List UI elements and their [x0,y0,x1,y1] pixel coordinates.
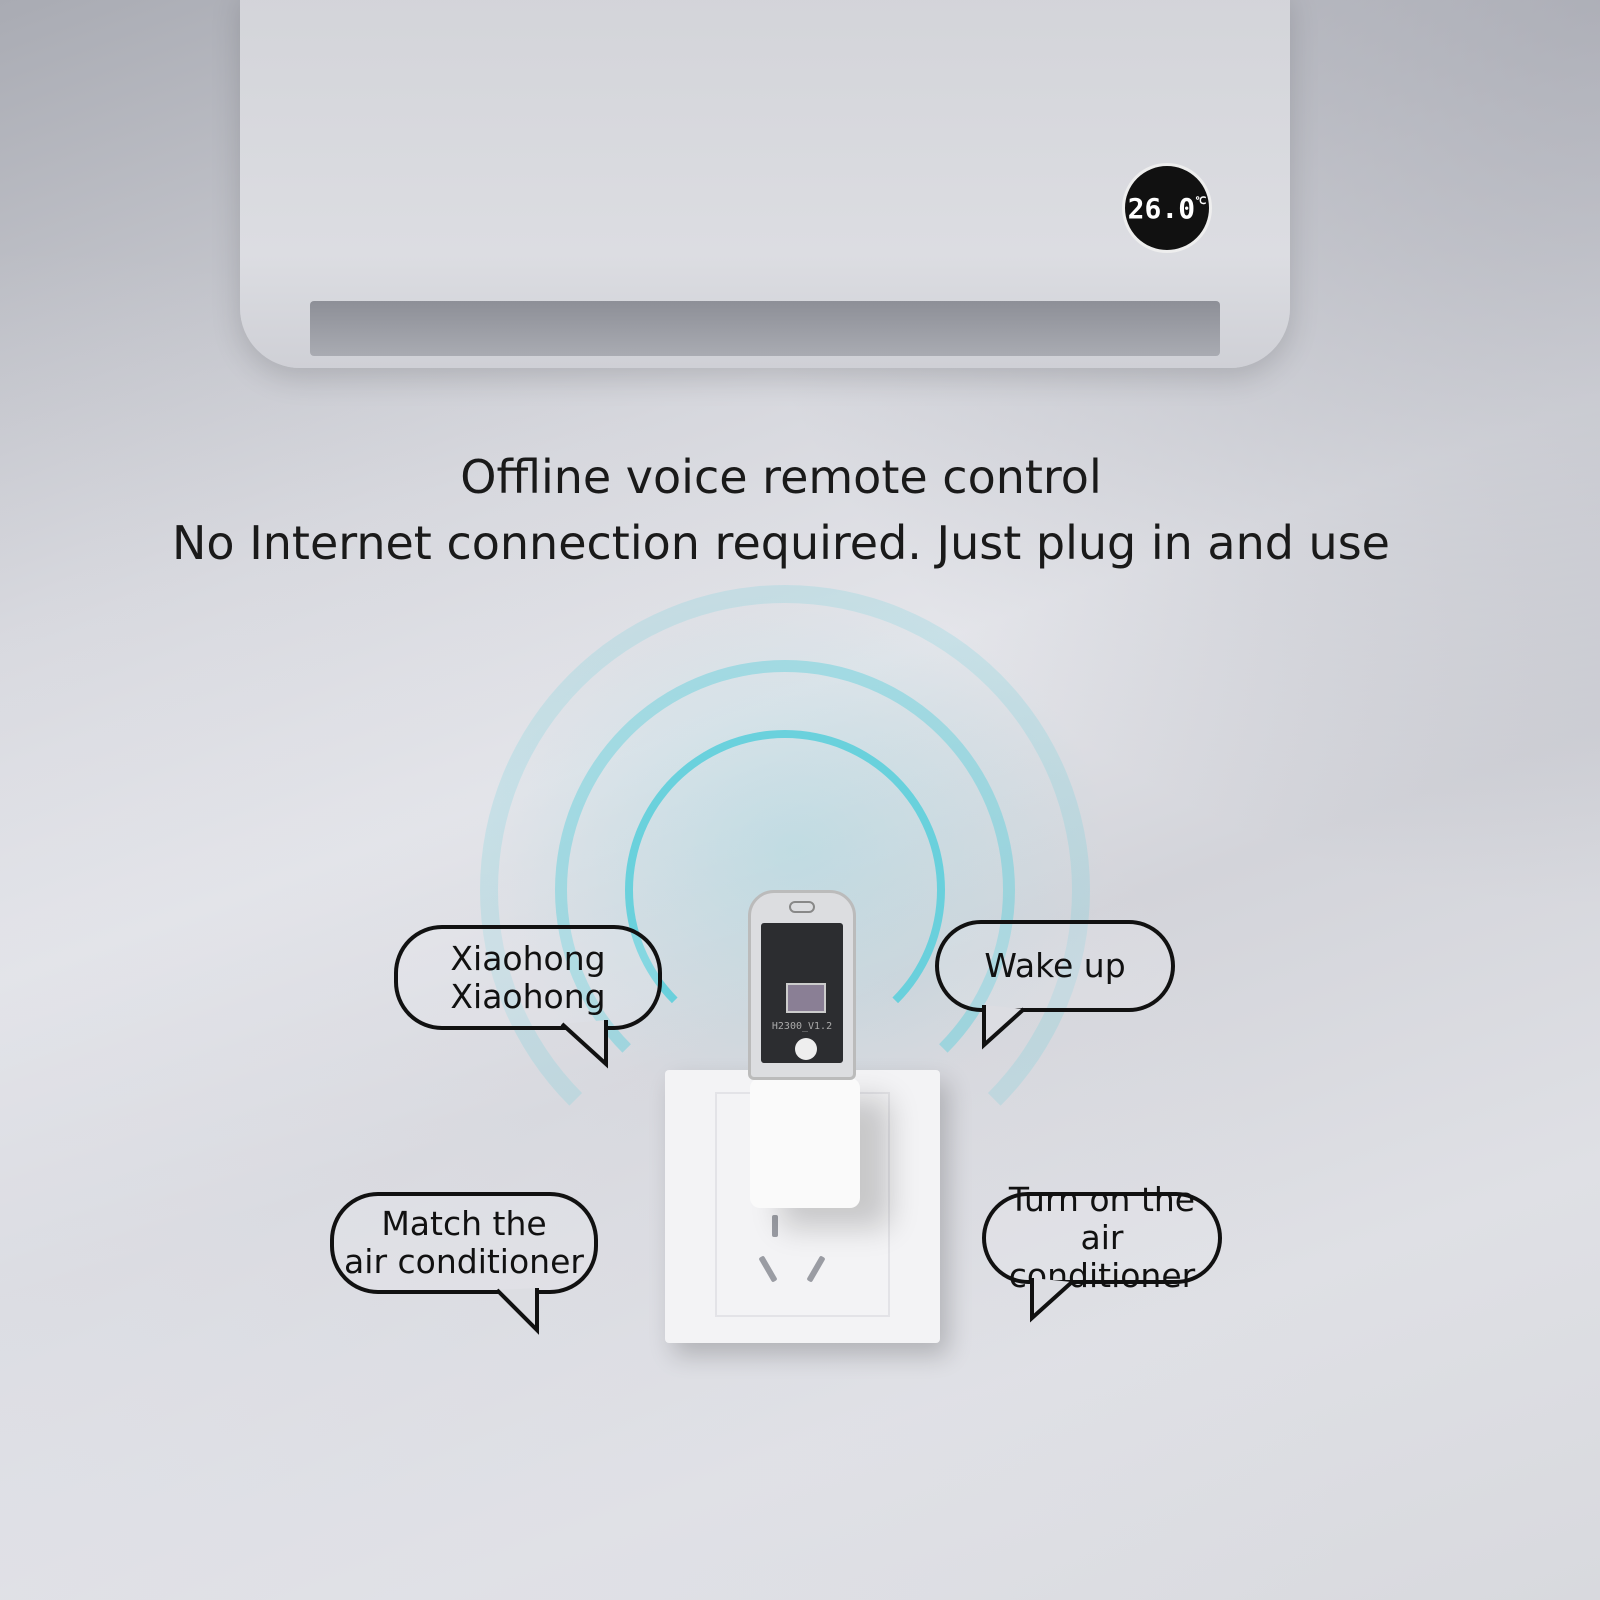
bubble-tail [982,1005,1026,1050]
speech-bubble-turn-on-ac: Turn on the air conditioner [982,1181,1222,1294]
air-conditioner-unit [240,0,1290,368]
bubble-text: Turn on the [1008,1180,1196,1220]
temperature-unit: ℃ [1195,195,1207,207]
bubble-text: Xiaohong [450,976,606,1016]
bubble-tail [495,1288,539,1335]
microphone-icon [795,1038,817,1060]
temperature-value: 26.0 [1127,191,1196,225]
board-label: H2300_V1.2 [771,1021,833,1032]
bubble-text: air conditioner [1008,1218,1196,1295]
ir-chip [786,983,826,1013]
bubble-text: Xiaohong [450,938,606,978]
socket-hole [772,1215,778,1237]
headline-title: Offline voice remote control [460,450,1102,504]
bubble-tail [1030,1278,1074,1323]
bubble-text: air conditioner [344,1242,584,1281]
speech-bubble-match-ac: Match the air conditioner [330,1192,598,1294]
usb-power-adapter [750,1078,860,1208]
headline-subtitle: No Internet connection required. Just pl… [172,516,1390,570]
lanyard-hole [789,901,815,913]
ac-vent [310,301,1220,356]
ac-temperature-display: 26.0℃ [1122,163,1212,253]
speech-bubble-xiaohong: Xiaohong Xiaohong [394,925,662,1030]
bubble-tail [560,1020,608,1069]
speech-bubble-wake-up: Wake up [935,920,1175,1012]
bubble-text: Wake up [984,946,1126,986]
voice-remote-device: H2300_V1.2 [748,890,856,1080]
circuit-board: H2300_V1.2 [761,923,843,1063]
bubble-text: Match the [381,1204,547,1244]
